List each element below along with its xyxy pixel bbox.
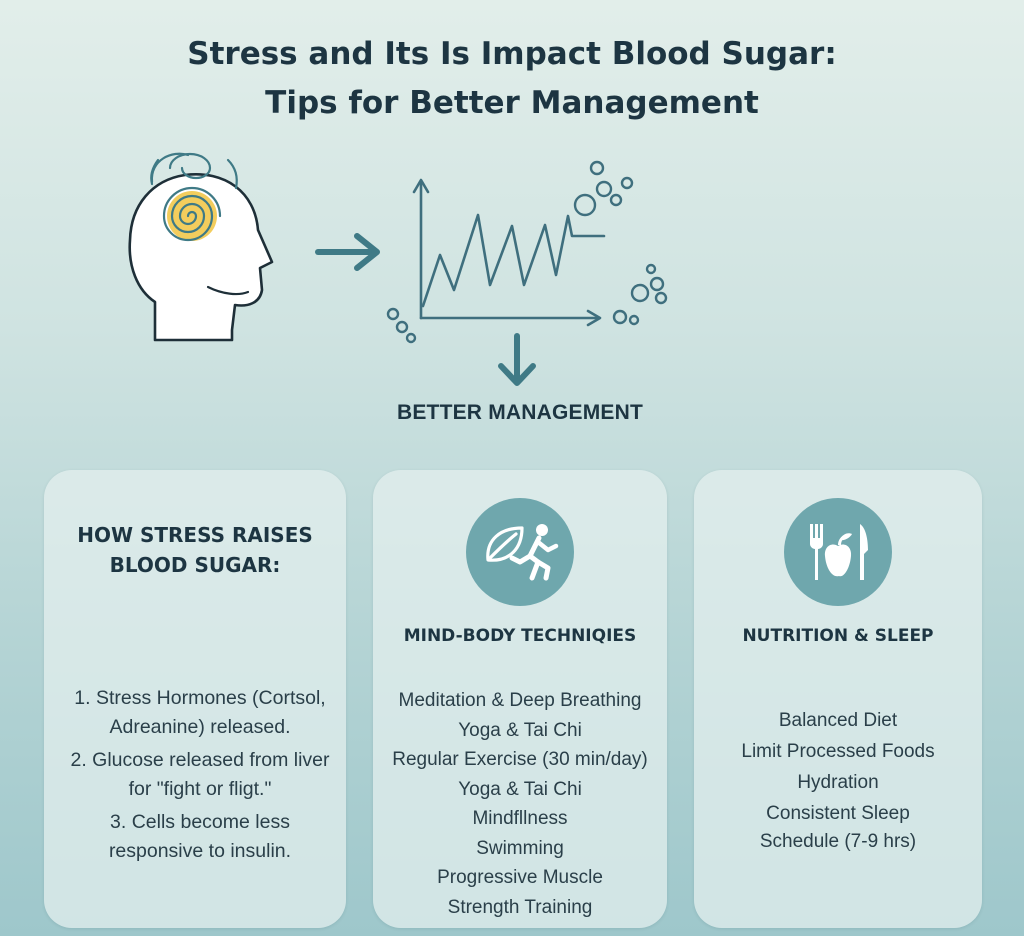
sleep-line-2: Schedule (7-9 hrs) <box>694 828 982 856</box>
list-item: 3. Cells become less responsive to insul… <box>62 808 338 866</box>
arrow-right-icon <box>318 236 377 268</box>
mind-body-card: MIND-BODY TECHNIQIES Meditation & Deep B… <box>373 470 667 928</box>
list-item: Limit Processed Foods <box>694 736 982 767</box>
nutrition-badge <box>784 498 892 606</box>
fork-apple-knife-icon <box>784 498 892 606</box>
nutrition-list: Balanced Diet Limit Processed Foods Hydr… <box>694 705 982 856</box>
list-item: Yoga & Tai Chi <box>373 775 667 805</box>
flow-label: BETTER MANAGEMENT <box>0 401 1024 425</box>
list-item: Yoga & Tai Chi <box>373 716 667 746</box>
sleep-line-1: Consistent Sleep <box>694 800 982 828</box>
card-heading-line-2: BLOOD SUGAR: <box>44 550 346 580</box>
list-item: Swimming <box>373 834 667 864</box>
list-item: Mindfllness <box>373 804 667 834</box>
step-line: 2. Glucose released from liver <box>62 746 338 775</box>
card-heading-line-1: HOW STRESS RAISES <box>44 520 346 550</box>
mind-body-badge <box>466 498 574 606</box>
list-item: Hydration <box>694 767 982 798</box>
list-item: Meditation & Deep Breathing <box>373 686 667 716</box>
card-heading: MIND-BODY TECHNIQIES <box>373 626 667 646</box>
list-item: 1. Stress Hormones (Cortsol, Adreanine) … <box>62 684 338 742</box>
mind-body-list: Meditation & Deep Breathing Yoga & Tai C… <box>373 686 667 922</box>
leaf-and-runner-icon <box>466 498 574 606</box>
glucose-bubble-icon <box>388 162 666 342</box>
step-line: Adreanine) released. <box>62 713 338 742</box>
step-line: for "fight or fligt." <box>62 775 338 804</box>
list-item: Strength Training <box>373 893 667 923</box>
stress-flow-illustration <box>0 0 1024 400</box>
how-stress-raises-card: HOW STRESS RAISES BLOOD SUGAR: 1. Stress… <box>44 470 346 928</box>
list-item: 2. Glucose released from liver for "figh… <box>62 746 338 804</box>
nutrition-sleep-card: NUTRITION & SLEEP Balanced Diet Limit Pr… <box>694 470 982 928</box>
list-item: Balanced Diet <box>694 705 982 736</box>
list-item: Regular Exercise (30 min/day) <box>373 745 667 775</box>
card-heading: NUTRITION & SLEEP <box>694 626 982 646</box>
head-with-stress-spiral-icon <box>130 154 272 340</box>
list-item: Consistent Sleep Schedule (7-9 hrs) <box>694 800 982 856</box>
step-line: 3. Cells become less <box>62 808 338 837</box>
card-heading: HOW STRESS RAISES BLOOD SUGAR: <box>44 520 346 580</box>
stress-steps-list: 1. Stress Hormones (Cortsol, Adreanine) … <box>62 684 338 870</box>
arrow-down-icon <box>501 336 533 383</box>
step-line: 1. Stress Hormones (Cortsol, <box>62 684 338 713</box>
step-line: responsive to insulin. <box>62 837 338 866</box>
list-item: Progressive Muscle <box>373 863 667 893</box>
